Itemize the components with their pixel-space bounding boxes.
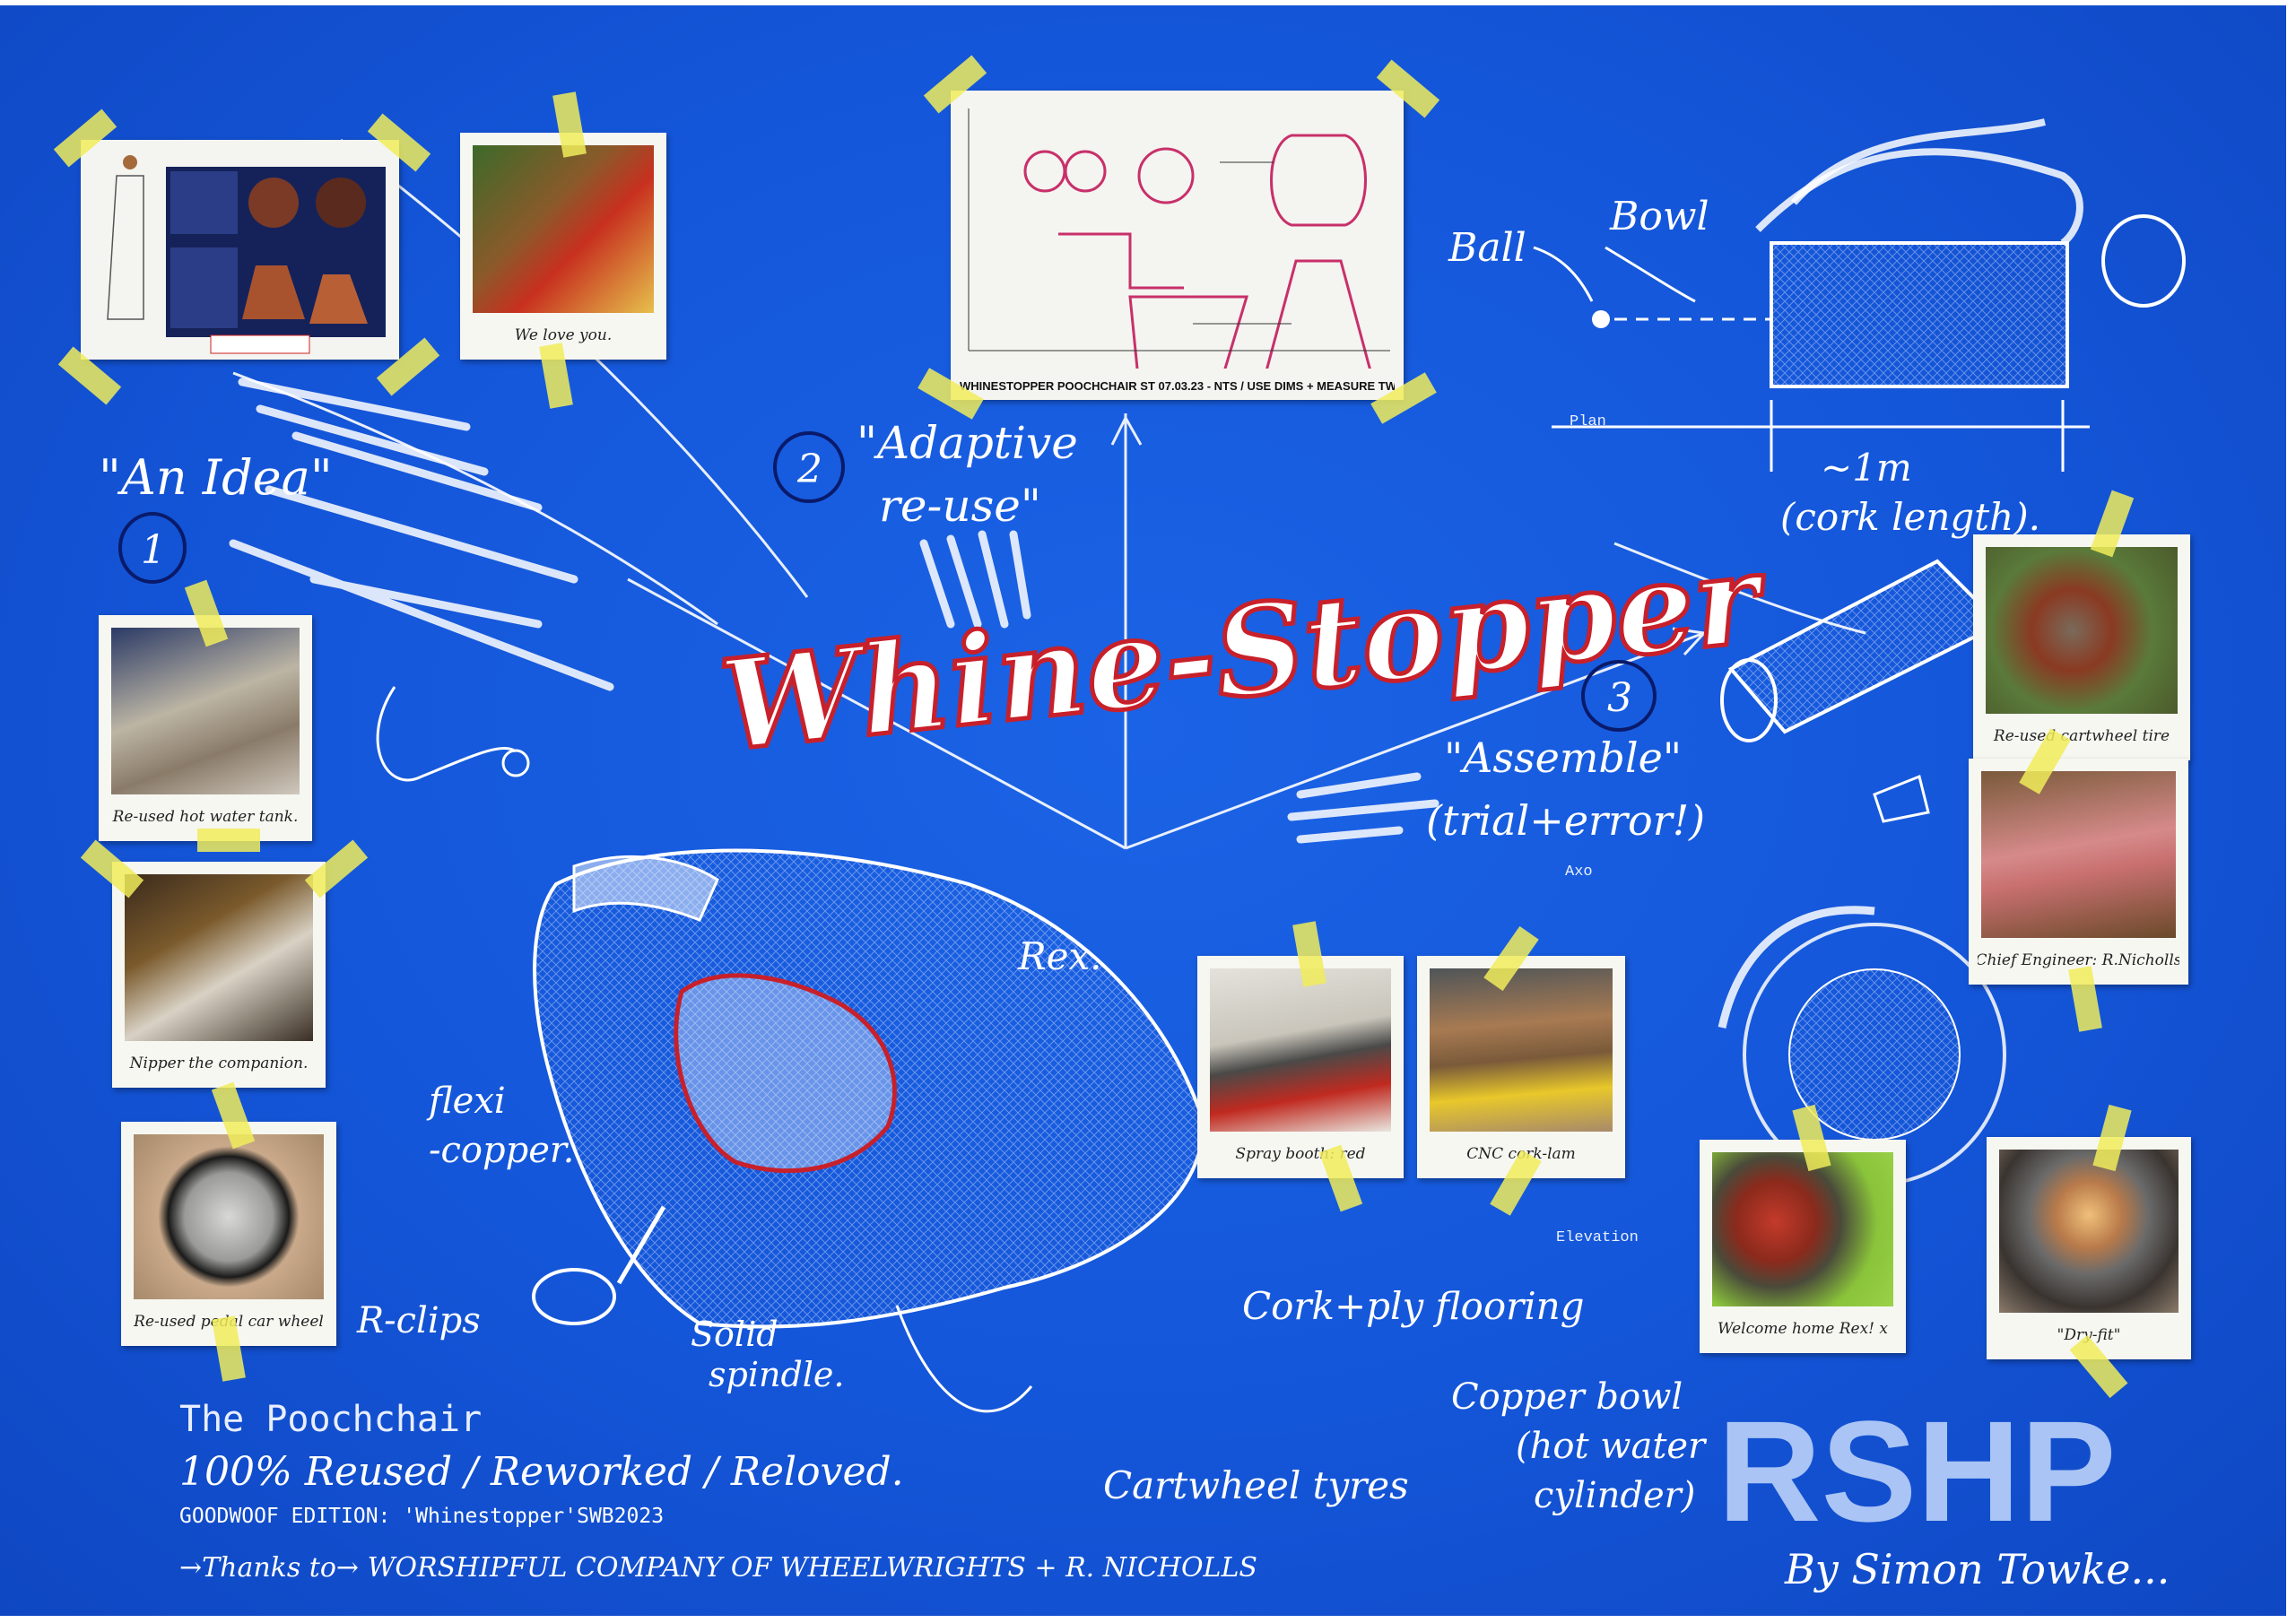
photo-image bbox=[1999, 1150, 2179, 1313]
poochchair-wireframe bbox=[376, 686, 1205, 1413]
step-1-number: 1 bbox=[141, 527, 166, 573]
poster-board: Whine-Stopper 1 2 3 "An Idea" "Adaptive … bbox=[0, 5, 2286, 1616]
plan-length-note: (cork length). bbox=[1780, 495, 2040, 539]
copper-bowl-label-3: cylinder) bbox=[1534, 1475, 1695, 1516]
copper-bowl-label-2: (hot water bbox=[1516, 1426, 1708, 1467]
brand-logo: RSHP bbox=[1718, 1391, 2117, 1551]
step-2-number: 2 bbox=[796, 447, 822, 492]
photo-caption: Spray booth: red bbox=[1235, 1145, 1366, 1163]
solid-spindle-label-1: Solid bbox=[691, 1315, 778, 1354]
footer-tagline: 100% Reused / Reworked / Reloved. bbox=[179, 1449, 904, 1495]
photo-image bbox=[1430, 968, 1613, 1132]
photo-caption: We love you. bbox=[514, 326, 613, 344]
cork-ply-label: Cork+ply flooring bbox=[1242, 1284, 1585, 1328]
photo-caption: Nipper the companion. bbox=[129, 1055, 309, 1072]
photo-nipper-gramophone: Nipper the companion. bbox=[112, 862, 326, 1088]
rex-label: Rex. bbox=[1017, 934, 1102, 978]
step-circles bbox=[118, 431, 1657, 732]
technical-drawing-sheet: WHINESTOPPER POOCHCHAIR ST 07.03.23 - NT… bbox=[951, 91, 1404, 400]
step-3-label-2: (trial+error!) bbox=[1426, 796, 1705, 845]
r-clips-label: R-clips bbox=[356, 1300, 481, 1341]
step-3-label-1: "Assemble" bbox=[1444, 733, 1682, 782]
drawing-sheet-title: WHINESTOPPER POOCHCHAIR ST 07.03.23 - NT… bbox=[960, 379, 1395, 393]
photo-hot-water-tank: Re-used hot water tank. bbox=[99, 615, 312, 841]
photo-pedal-car-wheel: Re-used pedal car wheel bbox=[121, 1122, 336, 1346]
photo-image bbox=[1712, 1152, 1893, 1306]
photo-image bbox=[1210, 968, 1391, 1132]
flexi-copper-label-1: flexi bbox=[426, 1081, 506, 1122]
footer-thanks: →Thanks to→ WORSHIPFUL COMPANY OF WHEELW… bbox=[179, 1552, 1257, 1584]
photo-image bbox=[111, 628, 300, 794]
photo-image bbox=[1986, 547, 2178, 714]
copper-bowl-label-1: Copper bowl bbox=[1451, 1376, 1683, 1418]
photo-cartwheel-tire: Re-used cartwheel tire bbox=[1973, 534, 2190, 760]
plan-length-label: ~1m bbox=[1821, 446, 1912, 490]
photo-image bbox=[1981, 771, 2176, 938]
photo-welcome-home-rex: Welcome home Rex! x bbox=[1700, 1140, 1906, 1353]
photo-image bbox=[125, 874, 313, 1041]
photo-spray-booth: Spray booth: red bbox=[1197, 956, 1404, 1178]
step-1-label: "An Idea" bbox=[99, 449, 333, 506]
footer-title: The Poochchair bbox=[179, 1399, 482, 1440]
cartwheel-tyres-label: Cartwheel tyres bbox=[1103, 1463, 1409, 1507]
step-2-label-2: re-use" bbox=[879, 480, 1041, 532]
plan-sketch bbox=[1533, 118, 2186, 472]
sketch-layer: Whine-Stopper 1 2 3 "An Idea" "Adaptive … bbox=[99, 118, 2186, 1593]
photo-cnc-cork: CNC cork-lam bbox=[1417, 956, 1625, 1178]
tape-strip bbox=[197, 829, 260, 852]
photo-image bbox=[134, 1134, 324, 1299]
solid-spindle-label-2: spindle. bbox=[709, 1355, 845, 1394]
photo-caption: "Dry-fit" bbox=[2057, 1326, 2121, 1344]
author-signature: By Simon Towke... bbox=[1784, 1545, 2170, 1593]
footer-edition: GOODWOOF EDITION: 'Whinestopper'SWB2023 bbox=[179, 1505, 664, 1528]
photo-image bbox=[473, 145, 654, 313]
concept-collage-sheet bbox=[81, 140, 399, 360]
photo-caption: Re-used cartwheel tire bbox=[1993, 727, 2170, 745]
photo-caption: Chief Engineer: R.Nicholls bbox=[1978, 951, 2179, 969]
step-2-label-1: "Adaptive bbox=[857, 417, 1078, 469]
technical-drawing-image bbox=[951, 91, 1404, 388]
axo-label: Axo bbox=[1565, 864, 1593, 881]
plan-ball-label: Ball bbox=[1448, 225, 1526, 271]
photo-dry-fit: "Dry-fit" bbox=[1987, 1137, 2191, 1359]
flexi-copper-label-2: -copper. bbox=[429, 1130, 574, 1171]
plan-bowl-label: Bowl bbox=[1609, 194, 1709, 239]
photo-chief-engineer: Chief Engineer: R.Nicholls bbox=[1969, 759, 2188, 985]
wheel-sketch bbox=[1718, 906, 2006, 1186]
elevation-label: Elevation bbox=[1556, 1229, 1639, 1246]
photo-caption: Welcome home Rex! x bbox=[1718, 1320, 1888, 1338]
concept-collage-image bbox=[81, 140, 399, 360]
step-3-number: 3 bbox=[1607, 675, 1632, 721]
photo-chitty-car: We love you. bbox=[460, 133, 666, 360]
photo-caption: Re-used hot water tank. bbox=[112, 808, 299, 826]
plan-label: Plan bbox=[1570, 413, 1606, 430]
scribble-marks bbox=[229, 378, 1439, 844]
